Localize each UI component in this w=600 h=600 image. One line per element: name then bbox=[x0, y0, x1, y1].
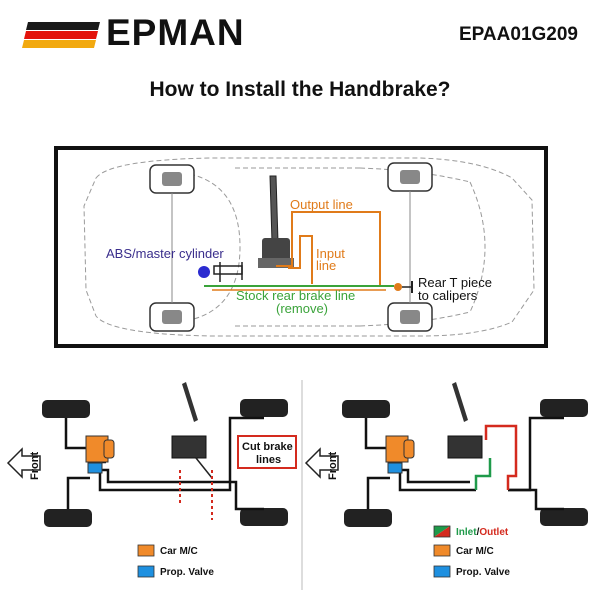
brand-logo-text: EPMAN bbox=[106, 12, 245, 53]
bottom-left-diagram: Front Cut brake lines bbox=[6, 382, 297, 578]
label-cut-brake: Cut brake bbox=[242, 441, 293, 453]
top-wheel-rear-right bbox=[387, 302, 433, 332]
legend-outlet-label: Outlet bbox=[479, 527, 509, 538]
top-handbrake-lever bbox=[258, 175, 294, 268]
label-to-calipers: to calipers bbox=[418, 288, 478, 303]
inlet-line bbox=[474, 458, 492, 490]
label-input-line-1: Input bbox=[316, 246, 345, 261]
cut-brake-lines-box bbox=[237, 435, 297, 469]
outlet-line bbox=[484, 424, 518, 490]
prop-valve-block-right bbox=[387, 462, 403, 474]
label-input-line-2: line bbox=[316, 258, 336, 273]
front-label-left: Front bbox=[29, 452, 41, 480]
front-arrow-icon bbox=[6, 447, 41, 479]
epman-logo-stripes bbox=[22, 22, 100, 48]
legend-right-prop-swatch bbox=[433, 565, 451, 578]
front-label-right: Front bbox=[327, 452, 339, 480]
prop-valve-block-left bbox=[87, 462, 103, 474]
legend-left-prop-label: Prop. Valve bbox=[160, 567, 214, 578]
bottom-left-handbrake bbox=[171, 382, 213, 479]
label-rear-t-piece: Rear T piece bbox=[418, 275, 492, 290]
rear-t-piece-dot bbox=[394, 283, 402, 291]
legend-left-mc-label: Car M/C bbox=[160, 546, 198, 557]
legend-left-prop-swatch bbox=[137, 565, 155, 578]
top-wheel-front-right bbox=[149, 302, 195, 332]
svg-text:Inlet/Outlet: Inlet/Outlet bbox=[456, 527, 509, 538]
legend-left-mc-swatch bbox=[137, 544, 155, 557]
product-code: EPAA01G209 bbox=[459, 24, 578, 45]
bottom-right-diagram: Front Inlet/Outlet bbox=[304, 382, 588, 578]
top-wheel-rear-left bbox=[387, 162, 433, 192]
label-cut-lines: lines bbox=[256, 454, 281, 466]
abs-master-cylinder-dot bbox=[198, 266, 210, 278]
legend-sep: / bbox=[477, 527, 480, 538]
label-stock-remove: (remove) bbox=[276, 301, 328, 316]
label-stock-rear-brake-line: Stock rear brake line bbox=[236, 288, 355, 303]
legend-right-prop-label: Prop. Valve bbox=[456, 567, 510, 578]
label-abs-master-cylinder: ABS/master cylinder bbox=[106, 246, 224, 261]
top-input-line bbox=[288, 235, 313, 284]
top-wheel-front-left bbox=[149, 164, 195, 194]
front-arrow-icon-right bbox=[304, 447, 339, 479]
abs-bracket bbox=[213, 262, 243, 282]
legend-inlet-label: Inlet bbox=[456, 527, 477, 538]
legend-right-mc-label: Car M/C bbox=[456, 546, 494, 557]
legend-right-mc-swatch bbox=[433, 544, 451, 557]
bottom-right-handbrake bbox=[447, 382, 483, 459]
legend-right-inlet-outlet-swatch bbox=[433, 525, 451, 538]
page-title: How to Install the Handbrake? bbox=[149, 78, 451, 101]
label-output-line: Output line bbox=[290, 197, 353, 212]
